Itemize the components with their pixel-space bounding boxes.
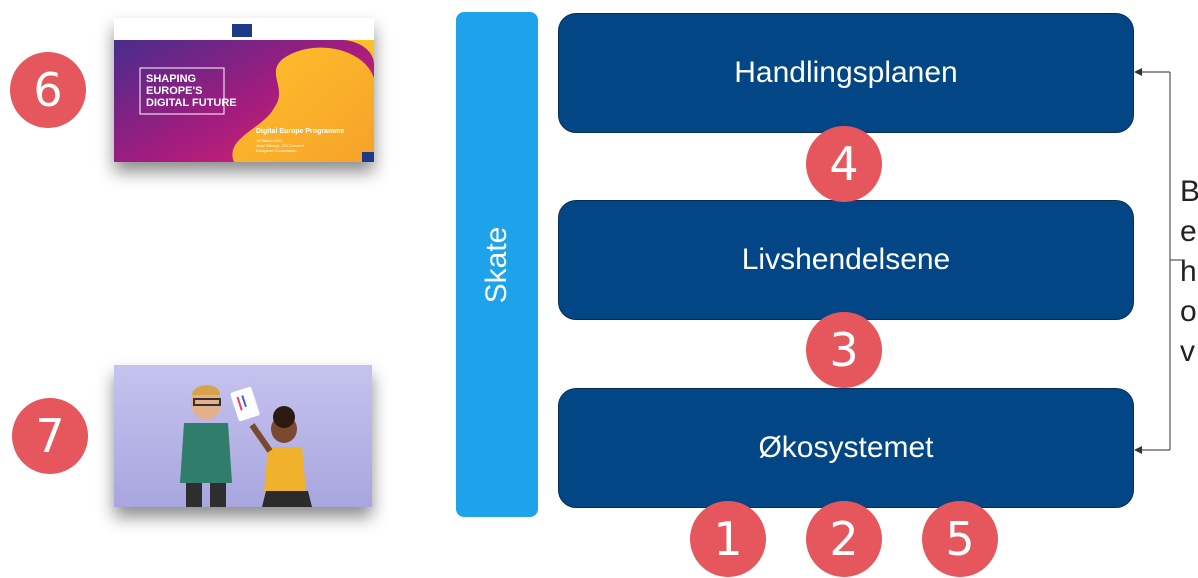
arrow-head-top	[1134, 68, 1142, 76]
thumbnail-detail-1: 18 March 2021	[256, 138, 283, 143]
digital-europe-thumbnail: SHAPING EUROPE'S DIGITAL FUTURE Digital …	[114, 18, 374, 162]
handlingsplanen-box: Handlingsplanen	[558, 13, 1134, 133]
side-text-line-3: h	[1180, 255, 1197, 288]
badge-3: 3	[806, 312, 882, 388]
livshendelsene-label: Livshendelsene	[741, 243, 951, 276]
thumbnail-programme: Digital Europe Programme	[256, 128, 345, 135]
people-illustration-thumbnail	[114, 365, 372, 507]
badge-2: 2	[806, 501, 882, 577]
badge-5: 5	[922, 501, 998, 577]
side-text-line-2: e	[1180, 215, 1197, 248]
badge-6: 6	[10, 52, 86, 128]
okosystemet-box: Økosystemet	[558, 388, 1134, 508]
skate-bar: Skate	[456, 12, 538, 517]
thumbnail-title-line-3: DIGITAL FUTURE	[146, 97, 237, 109]
side-text-line-5: v	[1180, 335, 1195, 368]
badge-1: 1	[690, 501, 766, 577]
handlingsplanen-label: Handlingsplanen	[734, 56, 958, 89]
badge-4: 4	[806, 126, 882, 202]
people-illustration	[114, 365, 372, 507]
livshendelsene-box: Livshendelsene	[558, 200, 1134, 320]
digital-europe-artwork	[114, 18, 374, 162]
thumbnail-details: 18 March 2021 Jessi Weriejz, DG Connect …	[256, 138, 304, 153]
thumbnail-title-line-2: EUROPE'S	[146, 85, 203, 97]
thumbnail-detail-2: Jessi Weriejz, DG Connect	[256, 143, 304, 148]
thumbnail-detail-3: European Commission	[256, 148, 297, 153]
thumbnail-title-line-1: SHAPING	[146, 73, 197, 85]
thumbnail-title: SHAPING EUROPE'S DIGITAL FUTURE	[146, 73, 237, 109]
arrow-head-bottom	[1134, 446, 1142, 454]
okosystemet-label: Økosystemet	[758, 431, 934, 464]
side-text-line-4: o	[1180, 295, 1197, 328]
side-text: B e h o v	[1180, 172, 1198, 372]
bracket-connector	[1134, 68, 1182, 454]
badge-7: 7	[12, 398, 88, 474]
side-text-line-1: B	[1180, 175, 1198, 208]
skate-label: Skate	[480, 226, 513, 303]
